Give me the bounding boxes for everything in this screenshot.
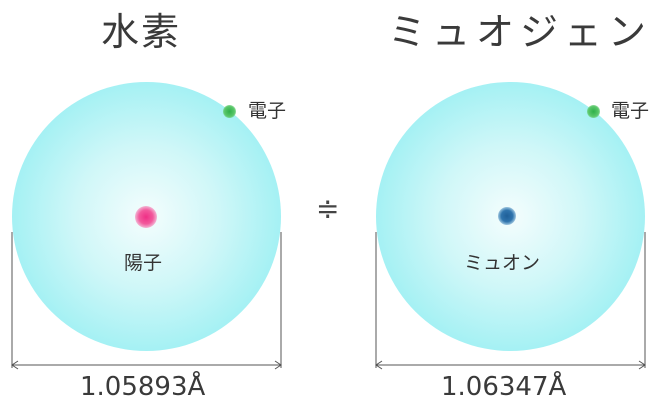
muogen-electron-label: 電子 bbox=[611, 100, 650, 122]
muogen-title: ミュオジェン bbox=[388, 10, 653, 54]
proton-nucleus bbox=[135, 206, 157, 228]
hydrogen-title: 水素 bbox=[101, 10, 182, 54]
hydrogen-diameter-value: 1.05893Å bbox=[80, 372, 206, 402]
hydrogen-electron-dot bbox=[223, 105, 236, 118]
hydrogen-dimension-right-arrow bbox=[274, 360, 282, 370]
muogen-electron-dot bbox=[587, 105, 600, 118]
hydrogen-electron-label: 電子 bbox=[248, 100, 287, 122]
proton-label: 陽子 bbox=[124, 252, 163, 274]
muon-label: ミュオン bbox=[464, 252, 541, 274]
muogen-dimension-left-arrow bbox=[375, 360, 383, 370]
hydrogen-dimension-left-arrow bbox=[11, 360, 19, 370]
muogen-dimension-right-arrow bbox=[638, 360, 646, 370]
muon-nucleus bbox=[498, 207, 516, 225]
muogen-diameter-value: 1.06347Å bbox=[441, 372, 567, 402]
approximately-equal-symbol: ≑ bbox=[316, 192, 340, 225]
